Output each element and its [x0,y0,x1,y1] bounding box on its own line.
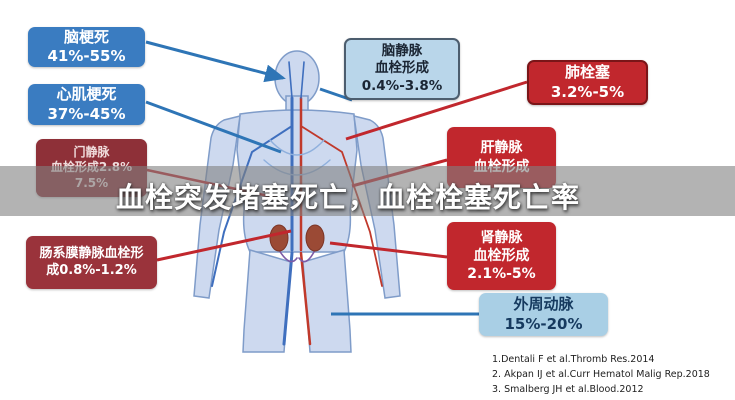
connector-cerebral-infarction [145,40,286,83]
body-left-leg [242,249,292,353]
connector-pulmonary [345,80,528,141]
peripheral-artery-label: 外周动脉 [513,295,574,313]
callout-renal-vein: 肾静脉 血栓形成 2.1%-5% [447,222,556,290]
cerebral-infarction-label: 脑梗死 [63,27,109,46]
right-kidney [305,224,325,252]
callout-peripheral-artery: 外周动脉 15%-20% [479,293,608,336]
reference-item-1: 1.Dentali F et al.Thromb Res.2014 [492,354,655,365]
cerebral-venous-label-2: 血栓形成 [375,60,429,77]
portal-vein-label: 门静脉 [73,144,110,159]
connector-renal [329,241,448,259]
mesenteric-vein-label-2: 成0.8%-1.2% [46,262,137,278]
callout-cerebral-venous: 脑静脉 血栓形成 0.4%-3.8% [344,38,460,100]
title-band [0,166,735,216]
connector-myocardial [145,100,282,154]
callout-myocardial-infarction: 心肌梗死 37%-45% [28,84,145,125]
pulmonary-embolism-label: 肺栓塞 [564,63,610,81]
callout-cerebral-infarction: 脑梗死 41%-55% [28,27,145,67]
callout-mesenteric-vein: 肠系膜静脉血栓形 成0.8%-1.2% [26,236,157,289]
renal-vein-value: 2.1%-5% [467,266,536,283]
cerebral-infarction-value: 41%-55% [47,47,126,65]
renal-vein-label-2: 血栓形成 [473,247,530,264]
cerebral-venous-label-1: 脑静脉 [381,42,423,59]
callout-pulmonary-embolism: 肺栓塞 3.2%-5% [527,60,648,105]
cerebral-venous-value: 0.4%-3.8% [361,77,443,94]
reference-item-2: 2. Akpan IJ et al.Curr Hematol Malig Rep… [492,369,710,381]
renal-vein-label-1: 肾静脉 [480,229,523,246]
connector-mesenteric [156,229,292,262]
peripheral-artery-value: 15%-20% [504,314,583,333]
reference-item-3: 3. Smalberg JH et al.Blood.2012 [492,384,644,396]
pulmonary-embolism-value: 3.2%-5% [550,82,625,101]
body-right-leg [302,249,352,353]
myocardial-infarction-label: 心肌梗死 [56,85,117,103]
hepatic-vein-label-1: 肝静脉 [480,140,523,157]
page-title: 血栓突发堵塞死亡，血栓栓塞死亡率 [116,181,581,214]
mesenteric-vein-label-1: 肠系膜静脉血栓形 [39,245,144,261]
references: 1.Dentali F et al.Thromb Res.2014 2. Akp… [492,352,710,398]
myocardial-infarction-value: 37%-45% [47,104,126,123]
